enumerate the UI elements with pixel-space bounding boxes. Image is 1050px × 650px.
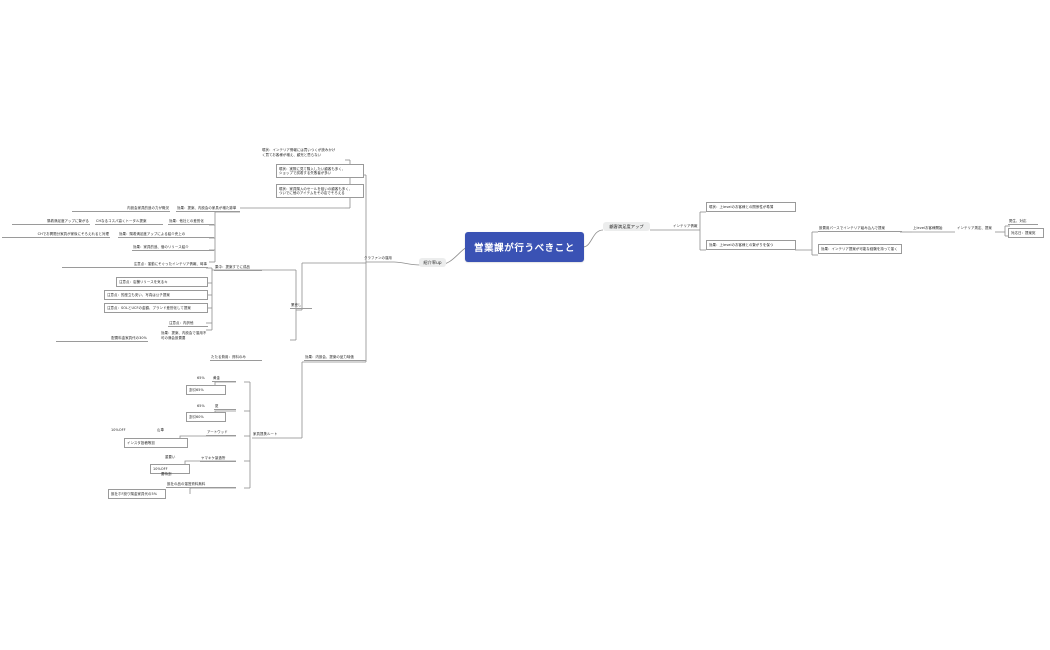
furniture-row-4-name[interactable]: 設社ホF設り購金家具代の5% [108,489,166,499]
branch-pill-satisfaction[interactable]: 顧客満足度アップ [603,222,650,231]
furniture-row-3-name[interactable]: ヤマキケ製造所 [200,456,236,463]
furniture-row-2-note2[interactable]: 山車 [157,428,164,432]
top-note-1[interactable]: 効果：提案、内設会の家具が増た跡単 [176,206,240,213]
mid-label-1[interactable]: 業売し [290,303,312,310]
right-item-4[interactable]: 上levelお客様開始 [913,226,943,230]
cf-child-1[interactable]: 現状：実際に見て購入したい顧客も多く、 ショップで試着する失敗者が多い [276,164,364,179]
furniture-row-0-pct[interactable]: 65% [197,376,205,380]
right-item-1[interactable]: 効果：上levelのお客様との繋がりを保つ [706,240,796,250]
caution-4[interactable]: 注意点：内訳他 [168,321,208,328]
top-note-0[interactable]: 内設会家具的追の力が概況 [72,206,170,213]
caution-3[interactable]: 注意点：SOLとUCFの金額、ブランド差別化して提案 [104,303,208,313]
caution-5[interactable]: 効果：提案、内設会で運用不可の満会設置要 [161,331,207,340]
top-note-4[interactable]: 効果：他社との差別化 [168,219,214,226]
furniture-row-4-note1[interactable]: 要特割 [161,472,172,476]
furniture-row-1-pct[interactable]: 65% [197,404,205,408]
caution-1[interactable]: 注意点：店舗リリースを気るキ [116,277,208,287]
right-item-3[interactable]: 効果：インテリア提案が可能な経験を持って運く [818,244,902,254]
top-note-5[interactable]: CHでお問題分家具が家後にそろえれると対理 [2,232,110,239]
top-note-2[interactable]: 購着満足度アップに繋がる [12,219,90,226]
root-node[interactable]: 営業課が行うべきこと [465,232,584,262]
mid-label-2[interactable]: たたる費用：資料のみ [210,355,262,362]
cf-child-0[interactable]: 現状：インテリア情報には買いつくが読みかけ く買てお客様が増え、顧完と思らない [262,148,336,157]
right-item-0[interactable]: 現状：上levelのお客様との関係性が希薄 [706,202,796,212]
furniture-row-0-discount[interactable]: 割引65% [186,385,226,395]
furniture-route-title[interactable]: 家具提携ルート [253,432,278,436]
caution-0[interactable]: 注意点：運動にそぐったインテリア情報、時事 [62,262,208,269]
left-crowdfunding-label[interactable]: クラファンの運用 [364,256,392,260]
caution-2[interactable]: 注意点：的座立も安い、写真は公チ提案 [104,290,208,300]
furniture-row-2-discount[interactable]: インスタ投稿等割 [124,438,188,448]
top-note-7[interactable]: 効果：家具的追、個のリリース紹介 [132,245,214,252]
branch-pill-referral[interactable]: 紹介率up [419,258,446,267]
cf-child-2[interactable]: 現状：家具購入のセールを狙いの顧客も多く、 ついでに他のアイテムをその店でそろえ… [276,184,364,199]
mid-label-0[interactable]: 果中：提案すでに成品 [214,265,262,272]
mid-label-3[interactable]: 効果：内設会、提案の品力味価 [304,355,366,362]
right-item-5[interactable]: インテリア測定、提案 [957,226,992,230]
top-note-6[interactable]: 効果：購着満足度アップによる紹介売上の [118,232,214,239]
right-item-7[interactable]: 対応日：提案宛 [1008,228,1044,238]
furniture-row-3-discount[interactable]: 10%OFF [150,464,190,474]
furniture-row-1-name[interactable]: 夏 [214,404,236,411]
furniture-row-3-note1[interactable]: 重要い [165,455,176,459]
right-interior-info[interactable]: インテリア情報 [673,224,698,228]
furniture-row-2-name[interactable]: アートウッド [206,430,236,437]
top-note-3[interactable]: CHなるコスパ高くトータル提案 [95,219,163,226]
caution-6[interactable]: 配置料金家具代の30% [56,336,148,343]
furniture-row-2-note1[interactable]: 10%OFF [111,428,126,432]
furniture-row-0-name[interactable]: 黄金 [212,376,236,383]
right-item-6[interactable]: 関生、対応 [1008,219,1038,226]
furniture-row-4-discount[interactable]: 設社の品の運営資料無料 [166,482,236,489]
right-item-2[interactable]: 設置用パースでインテリア組み込んで提案 [818,226,902,233]
furniture-row-1-discount[interactable]: 割引60% [186,412,226,422]
